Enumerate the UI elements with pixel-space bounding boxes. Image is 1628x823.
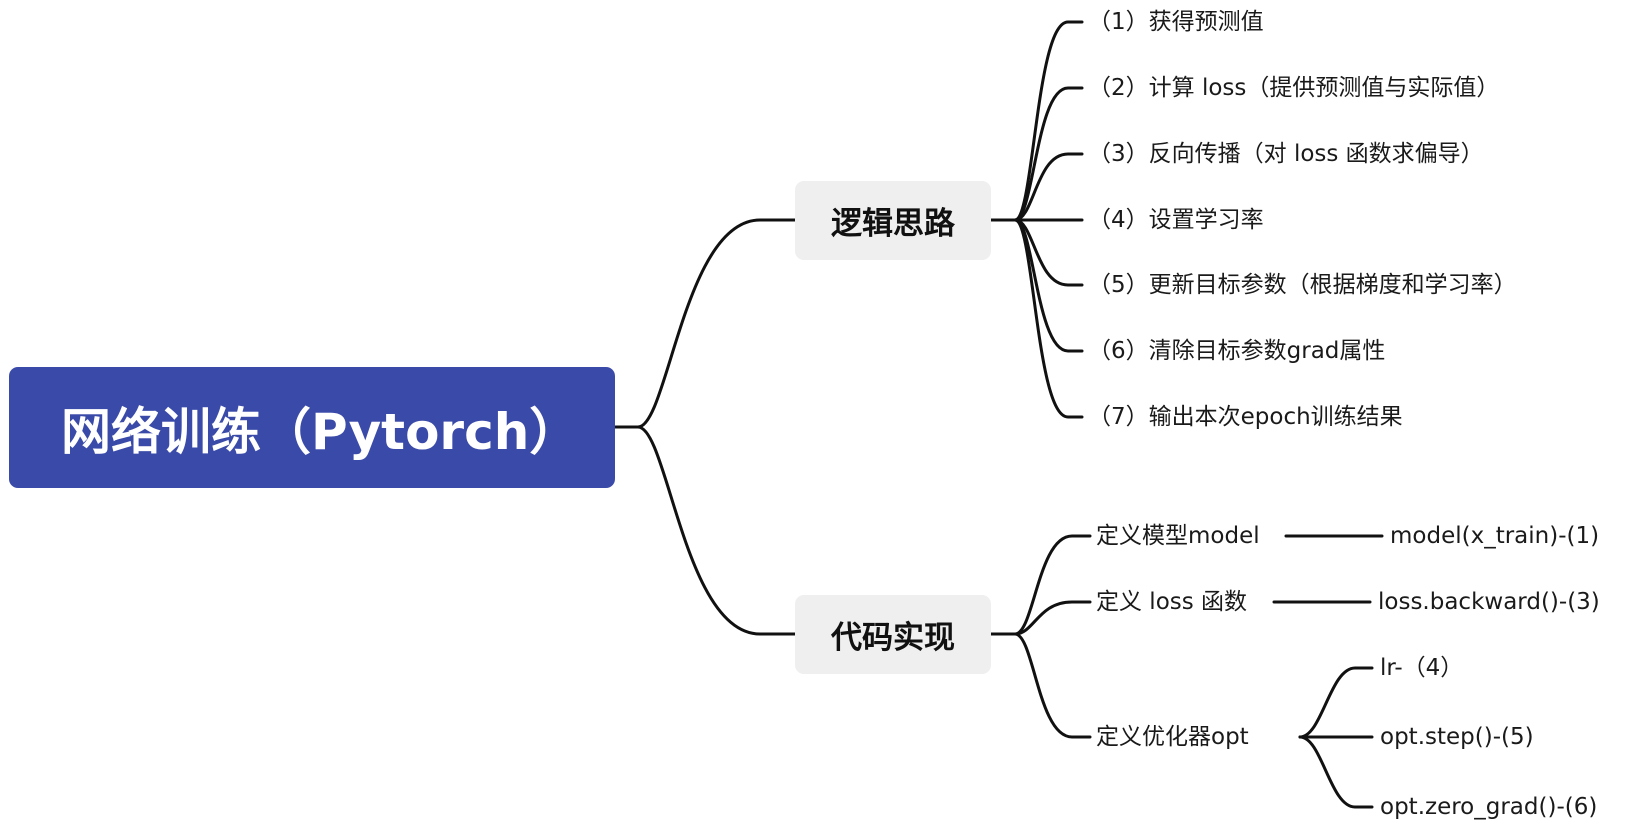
link-opt-lr: [1298, 666, 1374, 739]
branch-logic[interactable]: 逻辑思路: [795, 181, 991, 260]
root-node[interactable]: 网络训练（Pytorch）: [9, 367, 615, 488]
logic-item-5[interactable]: （5）更新目标参数（根据梯度和学习率）: [1088, 272, 1517, 298]
link-logic-7: [989, 218, 1084, 419]
code-item-model[interactable]: 定义模型model: [1096, 523, 1260, 549]
link-root-code: [613, 425, 797, 636]
link-code-model: [989, 534, 1092, 636]
branch-logic-label: 逻辑思路: [831, 206, 955, 242]
code-child-opt-step[interactable]: opt.step()-(5): [1380, 724, 1534, 750]
logic-item-7[interactable]: （7）输出本次epoch训练结果: [1088, 404, 1403, 430]
code-child-model-x-train[interactable]: model(x_train)-(1): [1390, 523, 1600, 549]
branch-code-label: 代码实现: [831, 620, 955, 656]
link-opt-zero: [1298, 735, 1374, 809]
logic-item-3[interactable]: （3）反向传播（对 loss 函数求偏导）: [1088, 141, 1484, 167]
link-code-opt: [989, 632, 1092, 739]
code-child-lr[interactable]: lr-（4）: [1380, 655, 1464, 681]
logic-item-6[interactable]: （6）清除目标参数grad属性: [1088, 338, 1386, 364]
link-logic-3: [989, 152, 1084, 222]
code-child-opt-zero-grad[interactable]: opt.zero_grad()-(6): [1380, 794, 1598, 820]
link-logic-5: [989, 218, 1084, 287]
link-root-logic: [613, 218, 797, 429]
branch-code[interactable]: 代码实现: [795, 595, 991, 674]
code-item-loss[interactable]: 定义 loss 函数: [1096, 589, 1248, 615]
code-child-loss-backward[interactable]: loss.backward()-(3): [1378, 589, 1600, 615]
link-code-loss: [989, 600, 1092, 636]
root-label: 网络训练（Pytorch）: [61, 402, 580, 461]
logic-item-1[interactable]: （1）获得预测值: [1088, 9, 1264, 35]
logic-item-2[interactable]: （2）计算 loss（提供预测值与实际值）: [1088, 75, 1500, 101]
logic-item-4[interactable]: （4）设置学习率: [1088, 207, 1264, 233]
code-item-opt[interactable]: 定义优化器opt: [1096, 724, 1249, 750]
